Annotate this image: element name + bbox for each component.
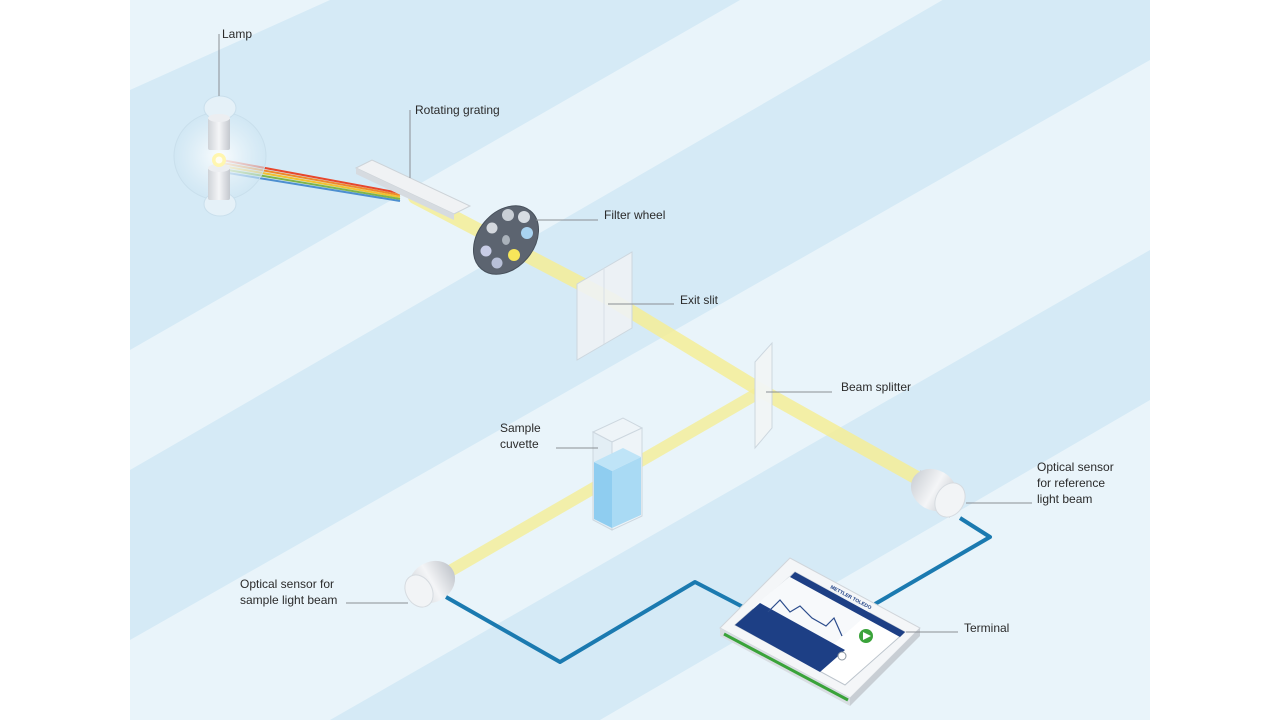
background <box>130 0 1150 720</box>
sample-cuvette-label-line1: Sample <box>500 421 541 435</box>
leader-lines <box>218 34 1032 633</box>
beam-splitter-label: Beam splitter <box>841 380 911 394</box>
terminal: METTLER TOLEDO <box>719 557 921 706</box>
sample-sensor-label-line1: Optical sensor for <box>240 577 334 591</box>
rotating-grating-label: Rotating grating <box>415 103 500 117</box>
labels: Lamp Rotating grating Filter wheel Exit … <box>222 27 1114 635</box>
spectrum-curve <box>767 599 843 637</box>
reference-sensor-label-line2: for reference <box>1037 476 1105 490</box>
filter-wheel-label: Filter wheel <box>604 208 665 222</box>
terminal-label: Terminal <box>964 621 1009 635</box>
rotating-grating <box>354 159 472 220</box>
terminal-small-button[interactable] <box>837 651 847 661</box>
reference-sensor <box>910 468 966 518</box>
cables <box>445 516 992 664</box>
exit-slit-label: Exit slit <box>680 293 719 307</box>
terminal-screen <box>734 571 906 686</box>
sample-sensor-label-line2: sample light beam <box>240 593 337 607</box>
beam-splitter <box>754 341 773 450</box>
filter-wheel <box>472 205 540 275</box>
reference-cable <box>873 516 992 606</box>
sample-cuvette-label-line2: cuvette <box>500 437 539 451</box>
sample-cuvette <box>591 417 644 531</box>
sample-sensor <box>404 560 456 608</box>
lamp <box>173 95 267 217</box>
sample-cable <box>445 580 746 664</box>
reference-sensor-label-line1: Optical sensor <box>1037 460 1114 474</box>
exit-slit <box>576 251 633 361</box>
reference-sensor-label-line3: light beam <box>1037 492 1092 506</box>
lamp-label: Lamp <box>222 27 252 41</box>
